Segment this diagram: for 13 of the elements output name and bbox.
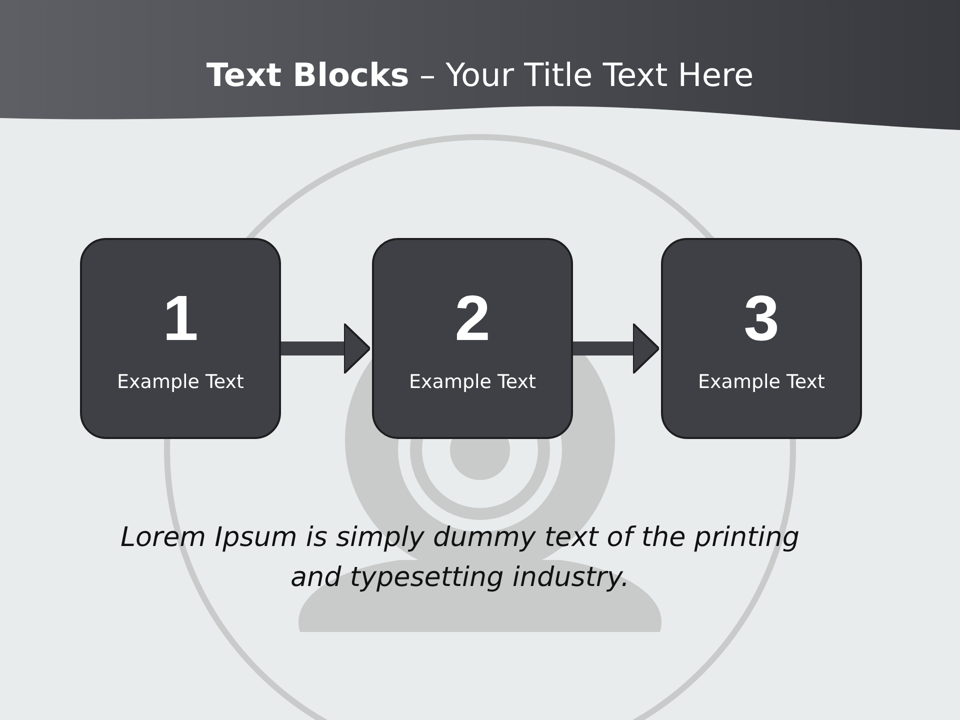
step-text: Example Text [697, 370, 826, 394]
step-box [372, 238, 573, 439]
step-text: Example Text [116, 370, 245, 394]
step-box [80, 238, 281, 439]
step-number: 3 [742, 282, 780, 354]
arrow [281, 322, 371, 375]
step-number: 2 [454, 282, 492, 354]
step-box [661, 238, 862, 439]
arrow [573, 322, 660, 375]
step-number: 1 [162, 282, 200, 354]
step-text: Example Text [408, 370, 537, 394]
slide-title: Text Blocks – Your Title Text Here [205, 55, 755, 95]
body-text: Lorem Ipsum is simply dummy text of the printing and typesetting industry. [120, 521, 800, 595]
